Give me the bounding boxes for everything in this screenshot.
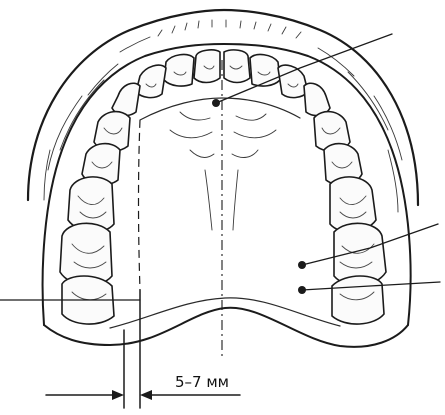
lower-fold-inner bbox=[110, 298, 340, 328]
arrow-right-head bbox=[140, 390, 152, 400]
arrow-left-head bbox=[112, 390, 124, 400]
dimension-arrows bbox=[46, 390, 240, 400]
palate-boundary-left bbox=[139, 120, 141, 290]
measurement-label: 5–7 мм bbox=[175, 373, 229, 391]
anterior-teeth bbox=[112, 50, 330, 116]
measurement-points bbox=[212, 99, 306, 294]
palatal-rugae bbox=[170, 112, 276, 230]
measurement-guides bbox=[124, 290, 140, 408]
molar-teeth bbox=[60, 177, 386, 324]
